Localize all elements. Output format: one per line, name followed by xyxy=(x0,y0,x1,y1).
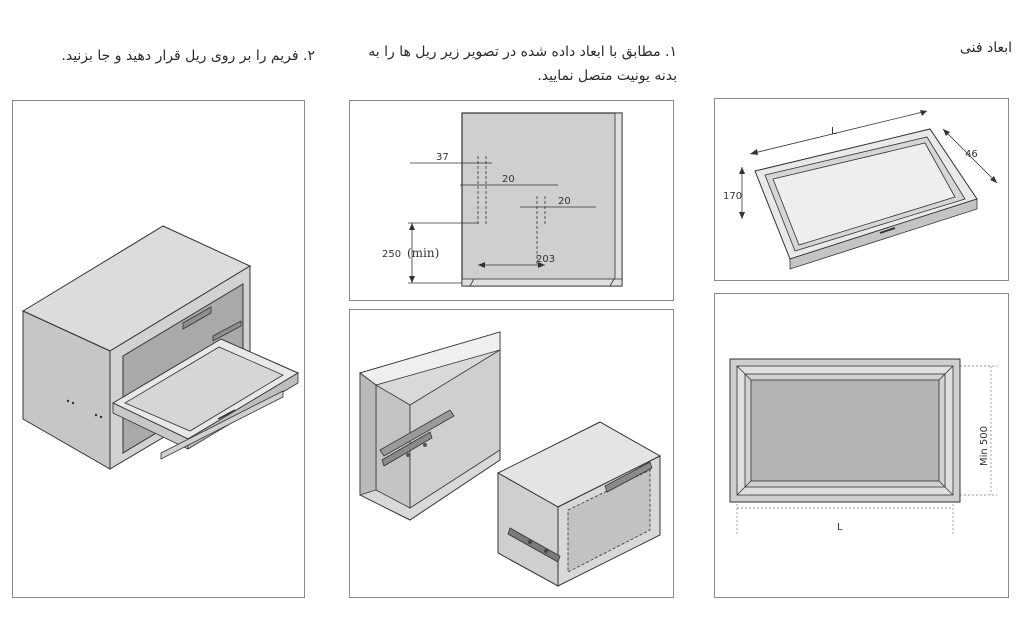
step1-line1: ۱. مطابق با ابعاد داده شده در تصویر زیر … xyxy=(368,44,677,60)
dim-20a-label: 20 xyxy=(502,174,515,185)
assembled-cabinet-panel xyxy=(12,100,305,598)
drawer-depth-label: 46 xyxy=(965,149,978,160)
dim-min-label: (min) xyxy=(407,246,439,260)
min-depth-label: Min 500 xyxy=(979,426,990,466)
drawer-height-label: 170 xyxy=(723,191,742,202)
drawer-frame-illustration: L 46 170 xyxy=(723,110,998,270)
rail-dimensions-panel: 37 20 20 250 (min) 203 xyxy=(349,100,674,301)
dim-20b-label: 20 xyxy=(558,196,571,207)
step1-line2: بدنه یونیت متصل نمایید. xyxy=(537,68,677,84)
step2-instruction: ۲. فریم را بر روی ریل قرار دهید و جا بزن… xyxy=(61,48,315,64)
dim-37-label: 37 xyxy=(436,152,449,163)
step1-instruction: ۱. مطابق با ابعاد داده شده در تصویر زیر … xyxy=(355,40,677,88)
rail-installation-panel xyxy=(349,309,674,598)
top-length-label: L xyxy=(837,522,843,533)
drawer-frame-panel: L 46 170 xyxy=(714,98,1009,281)
drawer-length-label: L xyxy=(831,126,837,137)
dim-250-label: 250 xyxy=(382,249,401,260)
top-view-panel: Min 500 L xyxy=(714,293,1009,598)
assembled-cabinet-illustration xyxy=(21,225,300,470)
rail-installation-illustration xyxy=(359,331,662,587)
rail-dimensions-illustration: 37 20 20 250 (min) 203 xyxy=(382,112,623,287)
technical-dimensions-heading: ابعاد فنی xyxy=(959,40,1012,56)
top-view-illustration: Min 500 L xyxy=(729,358,997,534)
dim-203-label: 203 xyxy=(536,254,555,265)
